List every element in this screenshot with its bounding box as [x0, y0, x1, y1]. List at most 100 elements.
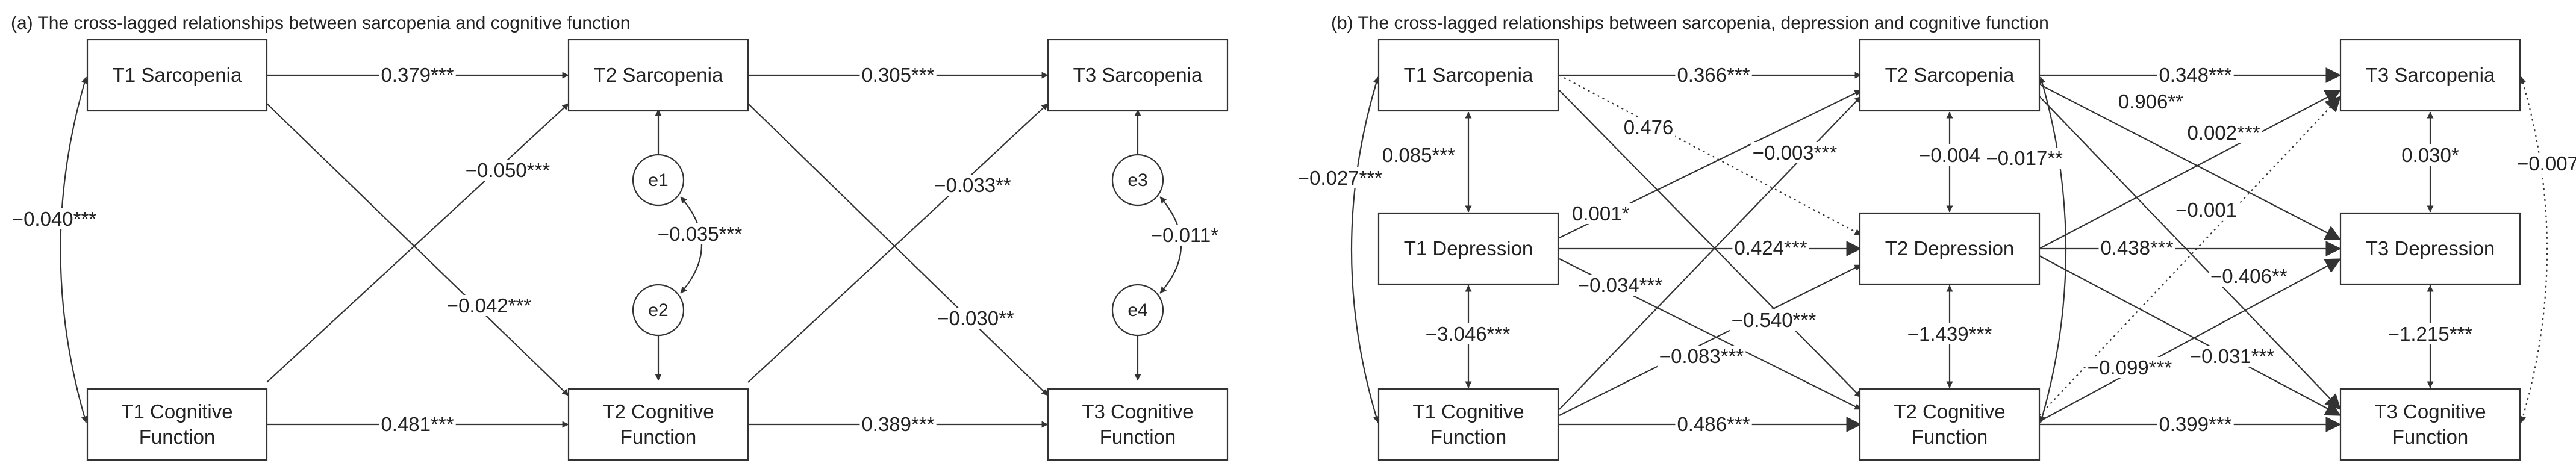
b-node-t2-cognitive-label: T2 Cognitive [1894, 400, 2005, 423]
a-node-t1-sarcopenia: T1 Sarcopenia [86, 39, 268, 112]
b-label-t2-sd-bg [1917, 144, 1982, 166]
b-node-t2-cognitive-box [1859, 388, 2041, 461]
a-node-t2-sarcopenia: T2 Sarcopenia [567, 39, 749, 112]
b-node-t3-cognitive-label: T3 Cognitive [2374, 400, 2486, 423]
b-node-t2-sarcopenia: T2 Sarcopenia [1859, 39, 2041, 112]
paths-layer [60, 67, 2548, 432]
b-label-t2-sc-bg [1984, 148, 2065, 169]
b-label-t3-sd: 0.030* [2401, 144, 2459, 166]
b-node-t2-sarcopenia-label: T2 Sarcopenia [1885, 64, 2015, 86]
b-label-t2-dc-bg [1905, 323, 1994, 344]
a-node-t2-cognitive-label: T2 Cognitive [602, 400, 714, 423]
a-label-t2s-t3s-bg [859, 64, 937, 85]
b-label-t1d-t2s: 0.001* [1572, 202, 1630, 225]
a-label-t2s-t3c-bg [935, 308, 1016, 329]
b-edge-t1s-t2c [1559, 90, 1862, 398]
b-node-t2-sarcopenia-box [1859, 39, 2041, 112]
a-node-t3-cognitive-box [1047, 388, 1229, 461]
b-label-t1-sd: 0.085*** [1382, 144, 1455, 166]
a-node-e3-label: e3 [1127, 170, 1147, 190]
b-node-t3-sarcopenia-label: T3 Sarcopenia [2366, 64, 2495, 86]
b-edge-t2d-t3c [2039, 255, 2342, 416]
b-label-t2c-t3s: −0.001 [2175, 199, 2237, 221]
b-label-t1-sc-bg [1296, 167, 1385, 188]
b-label-t1s-t2d-bg [1621, 117, 1676, 138]
a-node-t2-cognitive-label: Function [620, 426, 697, 448]
b-label-t2s-t3d: 0.906** [2118, 90, 2183, 113]
a-label-e34-cov: −0.011* [1151, 224, 1218, 246]
a-label-t1s-t2s: 0.379*** [381, 64, 454, 86]
a-node-t3-cognitive-label: Function [1100, 426, 1176, 448]
a-cov-e12 [680, 196, 703, 294]
b-edge-t2c-t3d [2039, 258, 2342, 422]
a-edge-t1c-t2s [266, 103, 569, 383]
a-node-t3-sarcopenia-box [1047, 39, 1229, 112]
b-node-t3-depression: T3 Depression [2339, 212, 2521, 285]
a-label-e34-cov-bg [1149, 225, 1221, 246]
a-node-t1-cognitive-box [86, 388, 268, 461]
a-node-t2-cognitive-box [567, 388, 749, 461]
a-label-t1s-t2c-bg [444, 295, 534, 316]
b-label-t1s-t2c: −0.540*** [1732, 309, 1817, 331]
b-label-t1c-t2d: −0.083*** [1659, 345, 1744, 367]
b-node-t2-depression-label: T2 Depression [1885, 237, 2015, 259]
b-node-t1-sarcopenia-box [1377, 39, 1559, 112]
panel-b-title: (b) The cross-lagged relationships betwe… [1331, 13, 2049, 33]
b-label-t1c-t2s-bg [1750, 142, 1839, 163]
a-node-t2-sarcopenia-label: T2 Sarcopenia [594, 64, 723, 86]
a-label-e12-cov-bg [655, 223, 744, 244]
b-node-t3-sarcopenia: T3 Sarcopenia [2339, 39, 2521, 112]
a-label-t1-cov-bg [10, 208, 99, 229]
b-label-t3-sd-bg [2400, 144, 2461, 166]
b-edge-t2s-t3c [2039, 96, 2341, 410]
b-cov-t3-sc [2519, 76, 2548, 423]
b-node-t3-depression-label: T3 Depression [2366, 237, 2495, 259]
a-node-t1-cognitive-label: T1 Cognitive [121, 400, 232, 423]
b-label-t2s-t3s: 0.348*** [2159, 64, 2231, 86]
b-label-t3-sc-bg [2515, 153, 2576, 174]
a-node-e4-circle [1111, 284, 1164, 337]
b-label-t1s-t2d: 0.476 [1624, 116, 1674, 138]
b-node-t1-sarcopenia-label: T1 Sarcopenia [1404, 64, 1533, 86]
b-label-t2d-t3s: 0.002*** [2187, 122, 2260, 144]
b-edge-t2d-t3s [2039, 90, 2342, 249]
a-label-t2s-t3c: −0.030** [937, 307, 1014, 329]
b-node-t2-cognitive-label: Function [1912, 426, 1988, 448]
a-node-t1-cognitive-label: Function [139, 426, 216, 448]
b-label-t1-sd-bg [1380, 144, 1458, 166]
b-label-t1s-t2s-bg [1675, 64, 1752, 85]
b-node-t1-depression-box [1377, 212, 1559, 285]
b-label-t2-dc: −1.439*** [1907, 323, 1992, 345]
a-node-e1-circle [632, 154, 685, 207]
b-label-t1d-t2d: 0.424*** [1734, 237, 1807, 259]
b-label-t1c-t2c: 0.486*** [1677, 413, 1750, 435]
a-node-e3: e3 [1111, 154, 1164, 207]
b-label-t2c-t3d: −0.099*** [2088, 356, 2172, 379]
b-label-t1c-t2s: −0.003*** [1753, 141, 1838, 164]
a-label-t2c-t3c-bg [859, 414, 937, 435]
b-label-t2c-t3c-bg [2157, 414, 2234, 435]
b-edge-t2s-t3d [2039, 84, 2342, 240]
a-node-t3-sarcopenia-label: T3 Sarcopenia [1073, 64, 1203, 86]
b-node-t3-cognitive-box [2339, 388, 2521, 461]
b-label-t1s-t2c-bg [1729, 309, 1818, 331]
a-label-t1c-t2c: 0.481*** [381, 413, 454, 435]
a-label-t1-cov: −0.040*** [12, 208, 97, 230]
b-label-t2d-t3s-bg [2185, 122, 2262, 143]
b-node-t1-cognitive-box [1377, 388, 1559, 461]
b-edge-t1c-t2d [1559, 264, 1862, 416]
b-label-t2-sc: −0.017** [1986, 147, 2063, 169]
a-node-e2-label: e2 [648, 300, 668, 320]
b-node-t1-cognitive-label: T1 Cognitive [1412, 400, 1524, 423]
b-node-t2-depression: T2 Depression [1859, 212, 2041, 285]
a-node-e2: e2 [632, 284, 685, 337]
b-label-t1c-t2c-bg [1675, 414, 1752, 435]
b-node-t2-depression-box [1859, 212, 2041, 285]
b-label-t1-sc: −0.027*** [1298, 167, 1383, 189]
a-label-t2c-t3s-bg [932, 175, 1013, 196]
